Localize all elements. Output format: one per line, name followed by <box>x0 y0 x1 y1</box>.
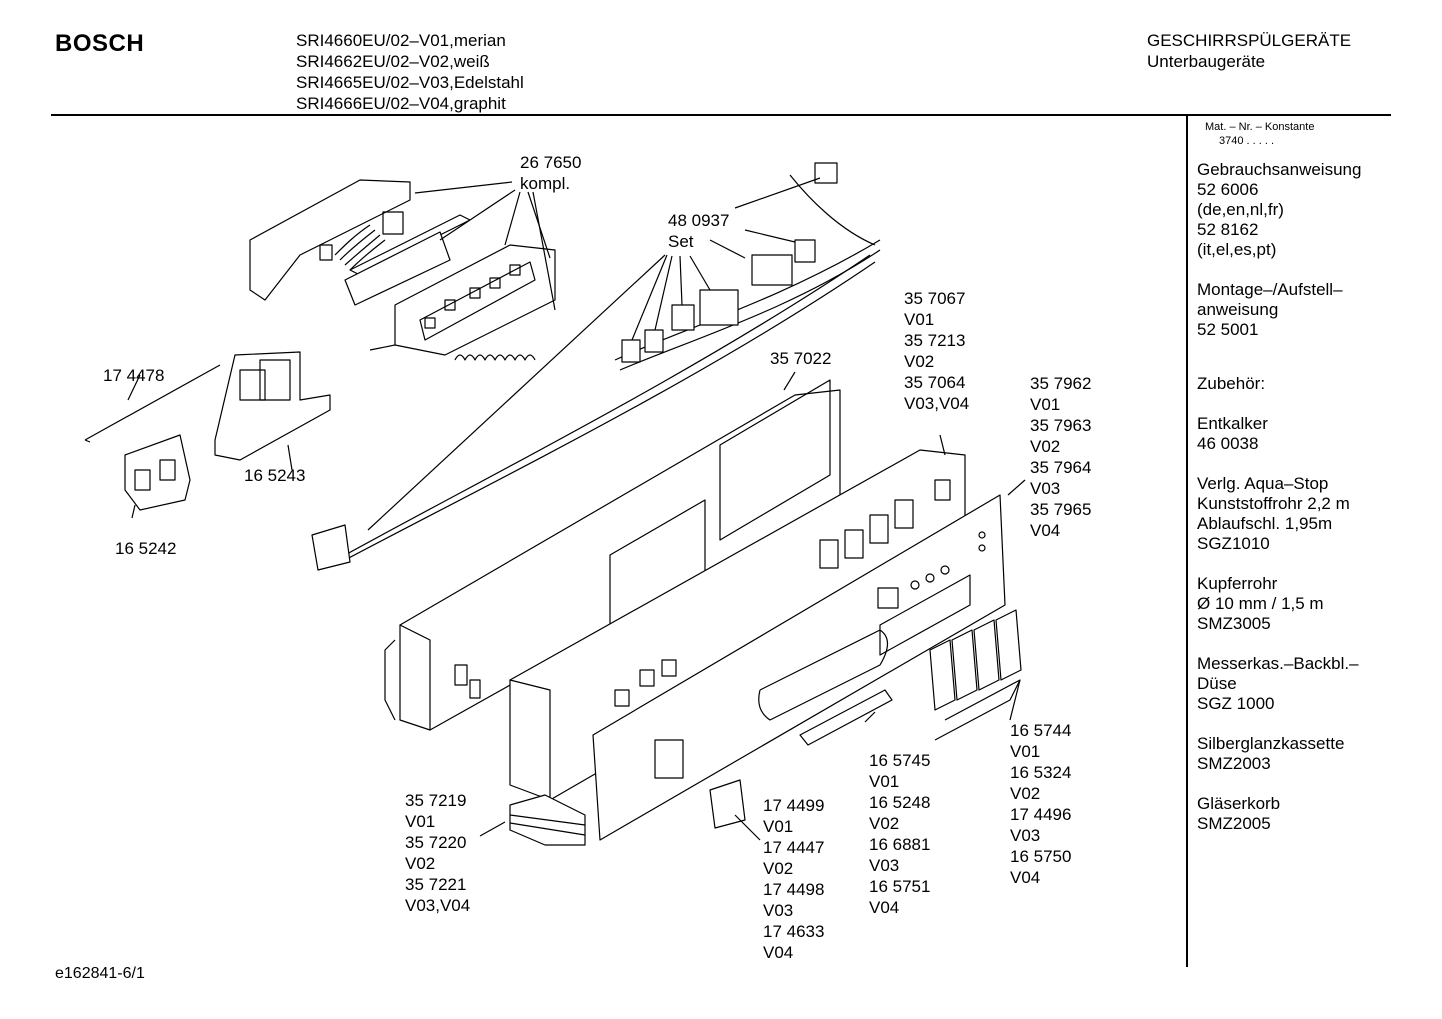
sidebar-group-nozzle: Messerkas.–Backbl.– Düse SGZ 1000 <box>1197 654 1387 714</box>
part-label-174499: 17 4499 V01 17 4447 V02 17 4498 V03 17 4… <box>763 796 825 962</box>
sidebar-line: SMZ3005 <box>1197 614 1271 633</box>
sidebar-line: SGZ 1000 <box>1197 694 1275 713</box>
sidebar-line: 52 6006 <box>1197 180 1259 199</box>
sidebar-group-aquastop: Verlg. Aqua–Stop Kunststoffrohr 2,2 m Ab… <box>1197 474 1387 554</box>
sidebar-line: Messerkas.–Backbl.– <box>1197 654 1359 673</box>
accessory-sidebar: Gebrauchsanweisung 52 6006 (de,en,nl,fr)… <box>1197 160 1387 854</box>
sidebar-line: Gebrauchsanweisung <box>1197 160 1362 179</box>
sidebar-group-copper-pipe: Kupferrohr Ø 10 mm / 1,5 m SMZ3005 <box>1197 574 1387 634</box>
part-label-357962: 35 7962 V01 35 7963 V02 35 7964 V03 35 7… <box>1030 374 1092 540</box>
model-line: SRI4660EU/02–V01,merian <box>296 31 506 50</box>
part-label-165744: 16 5744 V01 16 5324 V02 17 4496 V03 16 5… <box>1010 721 1072 887</box>
push-buttons-drawing <box>929 609 1022 741</box>
category-block: GESCHIRRSPÜLGERÄTE Unterbaugeräte <box>1147 30 1351 72</box>
material-number-block: Mat. – Nr. – Konstante 3740 . . . . . <box>1205 120 1314 148</box>
part-label-165745: 16 5745 V01 16 5248 V02 16 6881 V03 16 5… <box>869 751 931 917</box>
sidebar-line: Zubehör: <box>1197 374 1266 393</box>
header-divider <box>51 114 1391 116</box>
sidebar-line: Silberglanzkassette <box>1197 734 1345 753</box>
part-label-165242: 16 5242 <box>115 539 177 558</box>
sidebar-line: Ablaufschl. 1,95m <box>1197 514 1333 533</box>
drawing-code: e162841-6/1 <box>55 965 145 982</box>
inner-panel-drawing <box>509 434 966 801</box>
sidebar-line: Gläserkorb <box>1197 794 1281 813</box>
sidebar-group-installation: Montage–/Aufstell– anweisung 52 5001 <box>1197 280 1387 340</box>
model-line: SRI4666EU/02–V04,graphit <box>296 94 506 113</box>
sidebar-line: Ø 10 mm / 1,5 m <box>1197 594 1324 613</box>
sidebar-line: 46 0038 <box>1197 434 1259 453</box>
sidebar-line: Düse <box>1197 674 1237 693</box>
valve-assembly-drawing <box>84 351 331 519</box>
sidebar-line: Verlg. Aqua–Stop <box>1197 474 1329 493</box>
sidebar-line: SMZ2003 <box>1197 754 1271 773</box>
sidebar-group-accessories: Zubehör: <box>1197 374 1387 394</box>
sidebar-line: (it,el,es,pt) <box>1197 240 1277 259</box>
part-label-480937: 48 0937 Set <box>668 211 730 251</box>
category-title: GESCHIRRSPÜLGERÄTE <box>1147 31 1352 50</box>
sidebar-group-manual: Gebrauchsanweisung 52 6006 (de,en,nl,fr)… <box>1197 160 1387 260</box>
sidebar-group-glass-basket: Gläserkorb SMZ2005 <box>1197 794 1387 834</box>
model-line: SRI4662EU/02–V02,weiß <box>296 52 490 71</box>
sidebar-line: anweisung <box>1197 300 1279 319</box>
part-label-357219: 35 7219 V01 35 7220 V02 35 7221 V03,V04 <box>405 791 471 915</box>
cable-harness-drawing <box>311 162 881 571</box>
part-label-357067: 35 7067 V01 35 7213 V02 35 7064 V03,V04 <box>904 289 970 413</box>
category-subtitle: Unterbaugeräte <box>1147 52 1266 71</box>
sidebar-line: Kupferrohr <box>1197 574 1278 593</box>
sidebar-group-descaler: Entkalker 46 0038 <box>1197 414 1387 454</box>
sidebar-line: 52 5001 <box>1197 320 1259 339</box>
sidebar-line: SGZ1010 <box>1197 534 1270 553</box>
material-number-header: Mat. – Nr. – Konstante <box>1205 121 1315 133</box>
panel-stack-drawing <box>479 794 586 846</box>
leader-lines-480937 <box>367 177 821 531</box>
model-list: SRI4660EU/02–V01,merian SRI4662EU/02–V02… <box>296 30 524 114</box>
sidebar-line: 52 8162 <box>1197 220 1259 239</box>
part-label-267650: 26 7650 kompl. <box>520 153 582 193</box>
part-label-357022: 35 7022 <box>770 349 832 368</box>
part-label-165243: 16 5243 <box>244 466 306 485</box>
sidebar-line: (de,en,nl,fr) <box>1197 200 1284 219</box>
sidebar-line: Kunststoffrohr 2,2 m <box>1197 494 1350 513</box>
sidebar-line: Entkalker <box>1197 414 1268 433</box>
front-panel-drawing <box>592 479 1026 841</box>
sidebar-line: Montage–/Aufstell– <box>1197 280 1343 299</box>
model-line: SRI4665EU/02–V03,Edelstahl <box>296 73 524 92</box>
brand-logo: BOSCH <box>55 30 145 57</box>
cover-strip-drawing <box>799 689 893 746</box>
sidebar-line: SMZ2005 <box>1197 814 1271 833</box>
leader-lines-267650 <box>414 181 556 311</box>
material-number-value: 3740 . . . . . <box>1219 135 1275 147</box>
sidebar-group-silverware: Silberglanzkassette SMZ2003 <box>1197 734 1387 774</box>
selector-knob-drawing <box>709 779 761 841</box>
part-label-174478: 17 4478 <box>103 366 165 385</box>
sidebar-divider <box>1186 115 1188 967</box>
control-module-drawing <box>249 179 556 361</box>
